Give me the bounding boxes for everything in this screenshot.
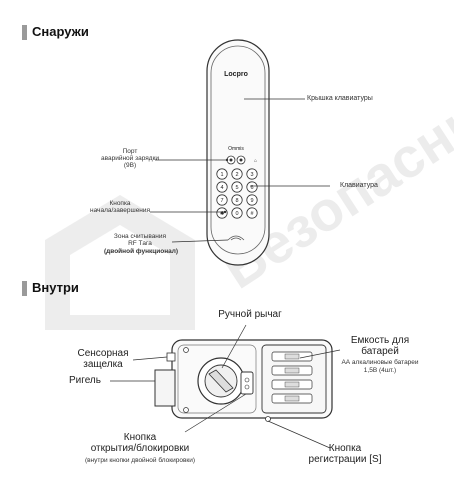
key-9-label: ✱ [220,210,225,217]
key-1-circle[interactable] [231,168,243,180]
key-2-circle[interactable] [246,168,258,180]
label-rf-line2: RF Tага [128,240,152,247]
label-rf-line1: Зона считывания [113,233,167,240]
key-3-circle[interactable] [216,181,228,193]
key-10-label: 0 [235,211,238,217]
label-bolt: Ригель [69,375,101,386]
key-10-circle[interactable] [231,207,243,219]
key-2-label: 3 [250,172,253,178]
svg-text:⌂: ⌂ [254,158,257,164]
label-button-line1: Кнопка [109,200,131,207]
key-11-label: # [250,211,254,217]
sensor-brand-text: Ommis [228,146,244,152]
label-button-line2: начала/завершения [90,207,151,214]
label-keypad-cover: Крышка клавиатуры [307,95,373,102]
key-5-circle[interactable] [246,181,258,193]
section-title-outside: Снаружи [32,24,89,39]
label-battery-line1: Емкость для [350,335,410,346]
label-battery-line2: батарей [361,346,399,357]
key-5-label: 6 [250,185,253,191]
key-0-label: 1 [220,172,223,178]
label-sensor-line2: защелка [83,359,123,370]
section-bar-outside [22,25,27,40]
label-reg-line1: Кнопка [328,443,362,454]
key-6-label: 7 [220,198,223,204]
label-manual-lever: Ручной рычаг [218,309,282,320]
label-open-sub: (внутри кнопки двойной блокировки) [84,457,196,464]
key-9-circle[interactable] [216,207,228,219]
key-8-circle[interactable] [246,194,258,206]
key-8-label: 9 [250,198,253,204]
key-4-circle[interactable] [231,181,243,193]
label-open-line1: Кнопка [123,432,157,443]
label-rf-line3: (двойной функционал) [104,248,179,255]
section-bar-inside [22,281,27,296]
key-7-circle[interactable] [231,194,243,206]
label-battery-sub2: 1,5В (4шт.) [363,367,397,374]
label-port-line2: аварийной зарядки [100,155,160,162]
keypad-keys: 1 2 3 4 5 6 7 8 9 ✱ 0 # [216,168,258,219]
label-sensor-line1: Сенсорная [77,348,129,359]
key-1-label: 2 [235,172,238,178]
label-keypad: Клавиатура [340,182,378,189]
key-11-circle[interactable] [246,207,258,219]
label-reg-line2: регистрации [S] [308,454,382,465]
key-0-circle[interactable] [216,168,228,180]
label-port-line1: Порт [122,148,138,155]
key-3-label: 4 [220,185,223,191]
key-4-label: 5 [235,185,238,191]
key-6-circle[interactable] [216,194,228,206]
section-title-inside: Внутри [32,280,79,295]
label-battery-sub1: АА алкалиновые батареи [341,359,419,366]
label-port-line3: (9В) [123,162,137,169]
key-7-label: 8 [235,198,238,204]
brand-text: Locpro [224,71,248,78]
label-open-line2: открытия/блокировки [90,443,190,454]
